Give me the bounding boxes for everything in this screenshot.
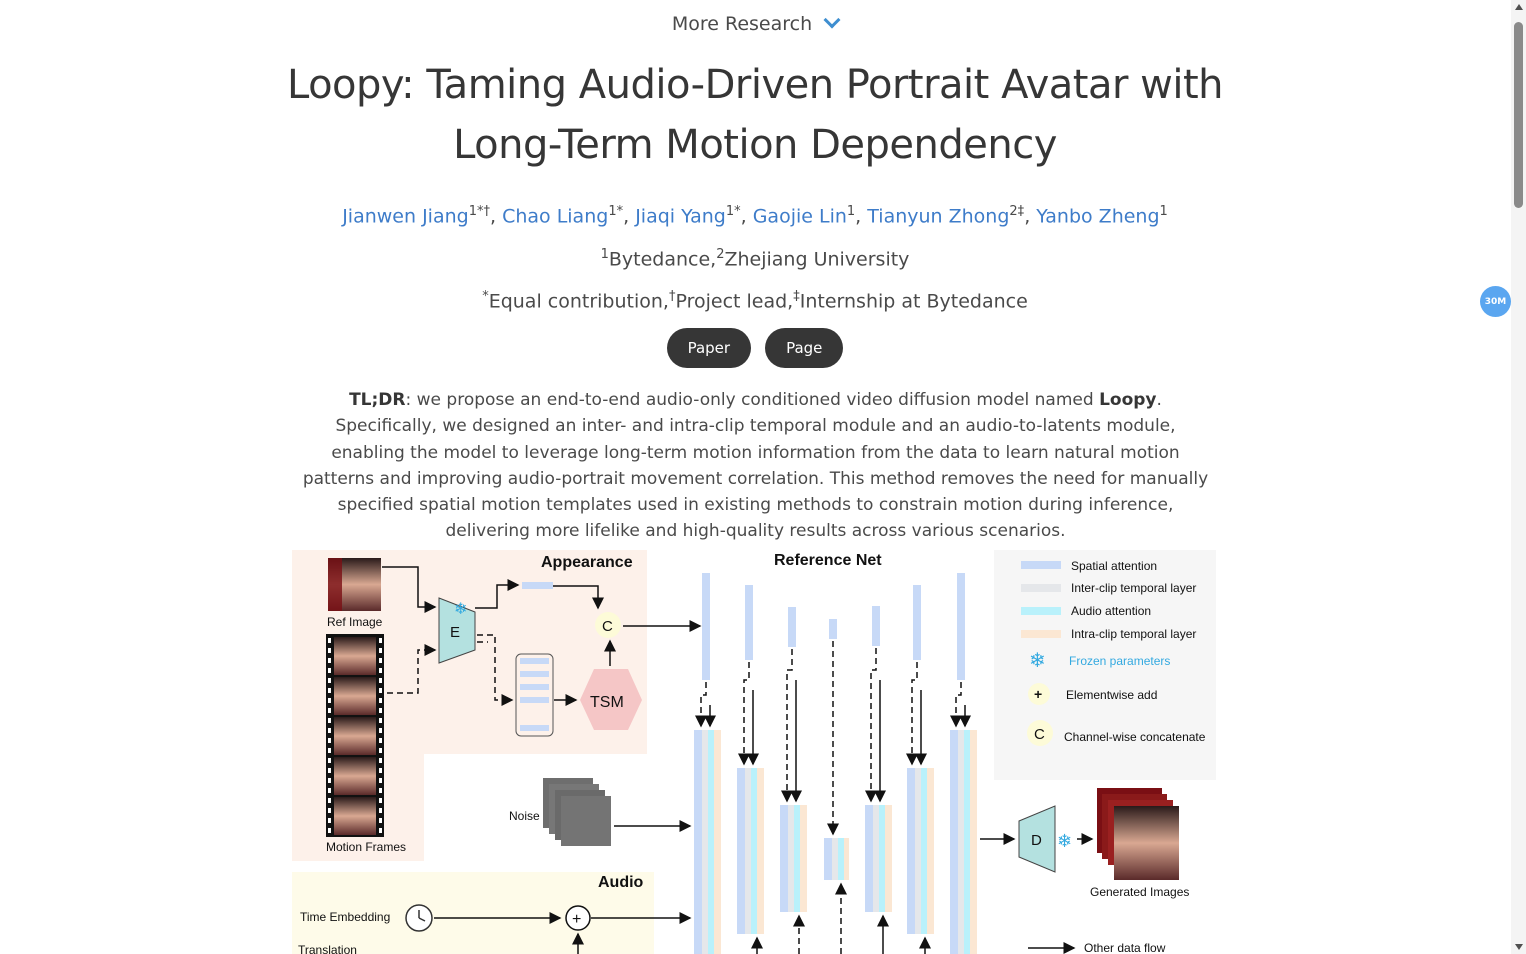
author-link[interactable]: Jianwen Jiang [342, 205, 469, 228]
legend-concat: Channel-wise concatenate [1064, 730, 1206, 744]
svg-text:C: C [602, 618, 613, 635]
motion-frames-label: Motion Frames [326, 840, 406, 854]
author-link[interactable]: Yanbo Zheng [1036, 205, 1160, 228]
reference-net-label: Reference Net [774, 552, 882, 569]
ref-image-label: Ref Image [327, 615, 383, 629]
author-link[interactable]: Gaojie Lin [752, 205, 847, 228]
tsm-label: TSM [590, 694, 624, 711]
more-research-dropdown[interactable]: More Research [0, 11, 1510, 35]
noise-label: Noise [509, 809, 540, 823]
snowflake-icon: ❄ [454, 601, 467, 618]
snowflake-icon: ❄ [1029, 650, 1046, 672]
tsm-block [580, 669, 642, 730]
legend-add: Elementwise add [1066, 688, 1157, 702]
architecture-diagram: Appearance Ref Image Motion Frames E ❄ T… [292, 550, 1220, 954]
concat-node [595, 612, 621, 638]
tldr-paragraph: TL;DR: we propose an end-to-end audio-on… [302, 390, 1209, 542]
encoder-label: E [450, 624, 460, 641]
generated-images-label: Generated Images [1090, 885, 1189, 899]
legend-spatial: Spatial attention [1071, 559, 1157, 573]
legend-audio: Audio attention [1071, 604, 1151, 618]
page-title: Loopy: Taming Audio-Driven Portrait Avat… [287, 62, 1224, 168]
scroll-up-arrow-icon[interactable] [1515, 4, 1523, 10]
scroll-down-arrow-icon[interactable] [1515, 944, 1523, 950]
encoder-block [438, 597, 476, 664]
author-link[interactable]: Chao Liang [502, 205, 609, 228]
add-node [565, 905, 591, 931]
appearance-label: Appearance [541, 554, 633, 571]
decoder-block [1018, 805, 1056, 873]
legend-inter: Inter-clip temporal layer [1071, 581, 1196, 595]
more-research-label: More Research [671, 13, 813, 35]
contribution-notes: *Equal contribution,†Project lead,‡Inter… [482, 289, 1028, 313]
snowflake-icon: ❄ [1057, 831, 1072, 851]
time-embedding-label: Time Embedding [300, 910, 390, 924]
temporal-stack [515, 653, 554, 737]
extension-badge[interactable]: 30M [1480, 286, 1511, 317]
scroll-thumb[interactable] [1514, 22, 1523, 208]
svg-text:+: + [572, 911, 581, 928]
page-scrollbar[interactable] [1511, 0, 1526, 954]
author-link[interactable]: Tianyun Zhong [867, 205, 1010, 228]
translation-label: Translation [298, 943, 357, 954]
legend-intra: Intra-clip temporal layer [1071, 627, 1196, 641]
svg-text:C: C [1034, 726, 1045, 743]
generated-images [1097, 788, 1179, 880]
denoising-unet [694, 730, 977, 954]
decoder-label: D [1031, 832, 1042, 849]
audio-region [292, 872, 654, 954]
affiliations: 1Bytedance,2Zhejiang University [600, 247, 910, 271]
author-link[interactable]: Jiaqi Yang [635, 205, 726, 228]
chevron-down-icon [823, 11, 841, 29]
author-list: Jianwen Jiang1*†, Chao Liang1*, Jiaqi Ya… [342, 204, 1168, 228]
legend-frozen: Frozen parameters [1069, 654, 1170, 668]
audio-label: Audio [598, 874, 644, 891]
legend-other: Other data flow [1084, 941, 1166, 954]
paper-button[interactable]: Paper [666, 328, 752, 368]
noise-image [543, 778, 611, 846]
svg-text:+: + [1034, 686, 1042, 702]
page-button[interactable]: Page [765, 328, 844, 368]
